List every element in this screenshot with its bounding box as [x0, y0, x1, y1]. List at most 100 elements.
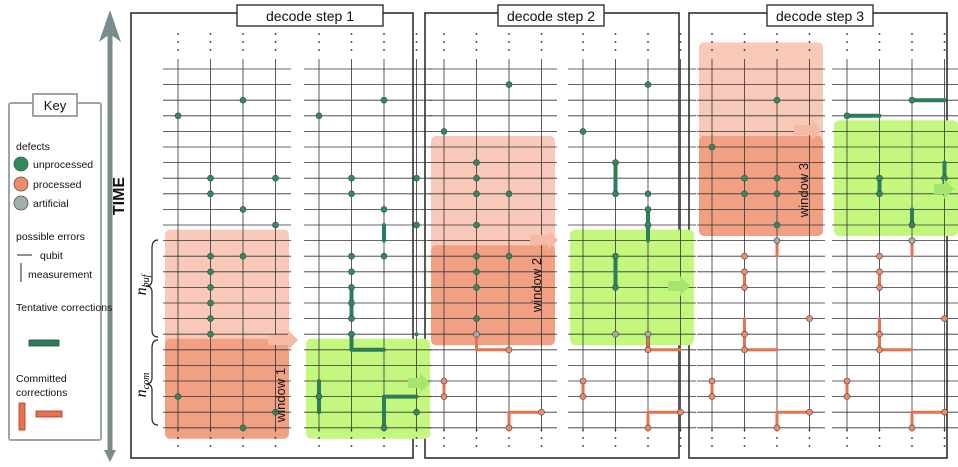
committed-heading-2: corrections	[16, 387, 67, 399]
panel-3-title-box	[766, 4, 874, 27]
ellipsis-dot	[508, 33, 510, 35]
ellipsis-dot	[679, 437, 682, 439]
panel-2-title: decode step 2	[507, 8, 595, 24]
ellipsis-dot	[679, 41, 682, 43]
unprocessed-defect	[473, 252, 480, 260]
ellipsis-dot	[443, 33, 445, 35]
processed-defect	[579, 377, 587, 385]
ellipsis-dot	[350, 445, 353, 447]
unprocessed-defect	[207, 268, 214, 276]
ellipsis-dot	[318, 437, 320, 439]
unprocessed-defect	[207, 284, 214, 291]
unprocessed-defect	[380, 206, 388, 213]
ellipsis-dot	[350, 41, 353, 43]
ellipsis-dot	[443, 445, 445, 447]
measurement-label: measurement	[28, 269, 92, 281]
lattice-step1-after	[304, 33, 432, 447]
processed-defect	[644, 346, 652, 354]
green-arrow-1	[408, 373, 430, 393]
ellipsis-dot	[776, 49, 778, 51]
lattice-step2-after	[568, 33, 696, 447]
unprocessed-defect	[380, 424, 388, 432]
ellipsis-dot	[415, 33, 418, 35]
ellipsis-dot	[679, 49, 682, 51]
ellipsis-dot	[274, 445, 277, 447]
unprocessed-defect	[505, 190, 513, 198]
unprocessed-defect	[348, 299, 355, 307]
unprocessed-defect	[473, 159, 480, 166]
ellipsis-dot	[274, 429, 277, 431]
processed-defect	[908, 424, 916, 432]
unprocessed-defect	[413, 174, 420, 182]
ellipsis-dot	[614, 33, 617, 35]
ellipsis-dot	[878, 445, 881, 447]
ellipsis-dot	[743, 445, 746, 447]
ellipsis-dot	[383, 33, 385, 35]
processed-defect	[843, 393, 851, 400]
ellipsis-dot	[647, 445, 649, 447]
ellipsis-dot	[318, 429, 320, 431]
unprocessed-defect	[908, 96, 916, 104]
artificial-label: artificial	[33, 198, 69, 210]
ellipsis-dot	[209, 41, 212, 43]
brace-labels: nbuf ncom	[133, 239, 159, 426]
unprocessed-defect	[440, 128, 448, 135]
ellipsis-dot	[415, 445, 418, 447]
ellipsis-dot	[508, 41, 510, 43]
unprocessed-defect	[207, 174, 214, 182]
ellipsis-dot	[943, 445, 946, 447]
ellipsis-dot	[415, 41, 418, 43]
defects-heading: defects	[16, 141, 50, 153]
unprocessed-defect-icon	[13, 156, 29, 172]
ellipsis-dot	[318, 445, 320, 447]
ellipsis-dot	[475, 445, 478, 447]
ellipsis-dot	[475, 429, 478, 431]
unprocessed-defect	[741, 174, 748, 182]
processed-defect	[741, 252, 748, 260]
unprocessed-defect	[473, 315, 480, 322]
ellipsis-dot	[878, 33, 881, 35]
ellipsis-dot	[846, 429, 848, 431]
unprocessed-defect	[207, 330, 214, 338]
ellipsis-dot	[878, 49, 881, 51]
ellipsis-dot	[582, 33, 584, 35]
ellipsis-dot	[318, 49, 320, 51]
ellipsis-dot	[443, 49, 445, 51]
processed-defect	[505, 424, 513, 432]
ellipsis-dot	[209, 49, 212, 51]
unprocessed-defect	[239, 96, 247, 104]
ellipsis-dot	[274, 437, 277, 439]
artificial-defect-icon	[13, 195, 29, 211]
ellipsis-dot	[475, 41, 478, 43]
unprocessed-defect	[773, 174, 781, 182]
ellipsis-dot	[177, 437, 179, 439]
ellipsis-dot	[383, 41, 385, 43]
window-3-label: window 3	[796, 163, 811, 218]
panel-3-title: decode step 3	[776, 8, 864, 24]
ellipsis-dot	[776, 41, 778, 43]
ellipsis-dot	[443, 429, 445, 431]
ellipsis-dot	[350, 429, 353, 431]
ellipsis-dot	[177, 41, 179, 43]
ellipsis-dot	[508, 445, 510, 447]
ellipsis-dot	[350, 49, 353, 51]
processed-defect	[941, 315, 948, 322]
ellipsis-dot	[177, 429, 179, 431]
ellipsis-dot	[475, 49, 478, 51]
processed-defect	[644, 424, 652, 432]
unprocessed-defect	[348, 330, 355, 338]
ellipsis-dot	[540, 429, 543, 431]
ellipsis-dot	[177, 445, 179, 447]
time-axis: TIME	[99, 10, 128, 462]
green-arrow-3	[934, 179, 954, 199]
ellipsis-dot	[540, 49, 543, 51]
processed-defect	[806, 408, 813, 416]
unprocessed-defect	[876, 174, 883, 182]
processed-defect	[806, 315, 813, 322]
unprocessed-defect	[644, 81, 652, 88]
unprocessed-defect	[348, 284, 355, 291]
ellipsis-dot	[943, 41, 946, 43]
unprocessed-defect	[644, 206, 652, 213]
unprocessed-defect	[773, 190, 781, 198]
key-title: Key	[44, 98, 67, 113]
